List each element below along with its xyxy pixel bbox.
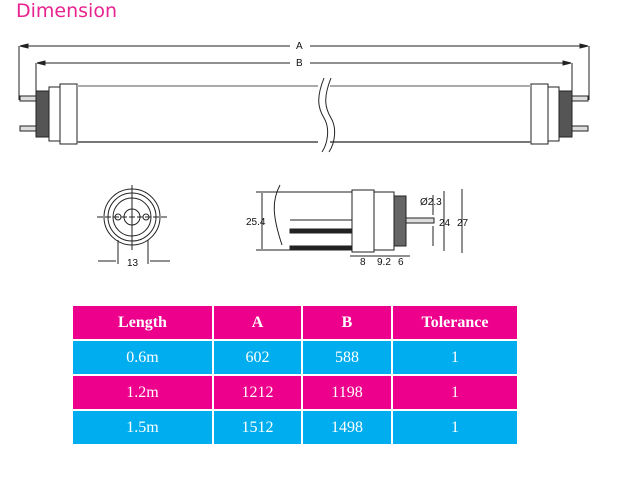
cell-b: 588 — [335, 348, 359, 366]
header-b: B — [341, 313, 353, 331]
tube-dimension-drawing: A B 13 25.4 Ø2.3 24 27 8 — [18, 41, 590, 269]
label-25-4: 25.4 — [246, 217, 266, 228]
cell-tolerance: 1 — [451, 383, 459, 401]
label-6: 6 — [398, 257, 404, 268]
section-title: Dimension — [16, 0, 117, 22]
table-row: 0.6m 602 588 1 — [73, 341, 517, 374]
end-view: 13 — [97, 185, 170, 269]
label-27: 27 — [457, 218, 469, 229]
cell-tolerance: 1 — [451, 348, 459, 366]
table-header-row: Length A B Tolerance — [73, 306, 517, 339]
tube — [19, 77, 589, 153]
label-2-3: Ø2.3 — [420, 197, 442, 208]
side-view: 25.4 Ø2.3 24 27 8 9.2 6 — [246, 184, 469, 268]
cell-tolerance: 1 — [451, 418, 459, 436]
dimension-table: Length A B Tolerance 0.6m 602 588 1 1.2m… — [71, 304, 519, 446]
header-tolerance: Tolerance — [421, 313, 489, 331]
table-row: 1.2m 1212 1198 1 — [73, 376, 517, 409]
cell-length: 1.5m — [126, 418, 159, 436]
cell-a: 1212 — [241, 383, 274, 401]
label-9-2: 9.2 — [377, 257, 391, 268]
label-13: 13 — [127, 258, 139, 269]
cell-length: 1.2m — [126, 383, 159, 401]
cell-b: 1198 — [331, 383, 363, 401]
cell-a: 1512 — [241, 418, 274, 436]
label-24: 24 — [439, 218, 451, 229]
label-b: B — [296, 58, 303, 69]
dimension-a: A — [18, 41, 590, 100]
label-a: A — [296, 41, 303, 52]
cell-length: 0.6m — [126, 348, 159, 366]
label-8: 8 — [360, 257, 366, 268]
header-length: Length — [118, 313, 167, 331]
header-a: A — [251, 313, 264, 331]
cell-a: 602 — [245, 348, 270, 366]
dimension-b: B — [35, 58, 573, 92]
cell-b: 1498 — [331, 418, 363, 436]
table-row: 1.5m 1512 1498 1 — [73, 411, 517, 444]
